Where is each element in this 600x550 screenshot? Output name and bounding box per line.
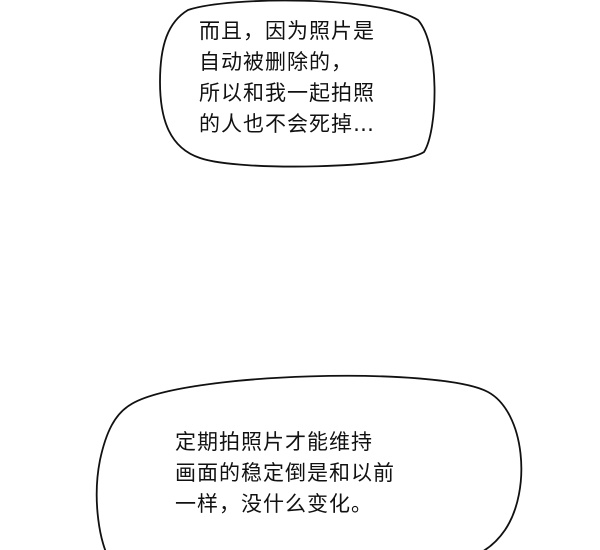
speech-bubble-bottom-outline (95, 374, 523, 550)
dialogue-line: 定期拍照片才能维持 (175, 430, 373, 454)
speech-bubble-bottom-text: 定期拍照片才能维持 画面的稳定倒是和以前 一样，没什么变化。 (175, 427, 395, 520)
speech-bubble-top-text: 而且，因为照片是 自动被删除的， 所以和我一起拍照 的人也不会死掉… (199, 16, 375, 140)
dialogue-line: 自动被删除的， (199, 50, 353, 74)
dialogue-line: 一样，没什么变化。 (175, 492, 373, 516)
dialogue-line: 的人也不会死掉… (199, 112, 375, 136)
dialogue-line: 画面的稳定倒是和以前 (175, 461, 395, 485)
dialogue-line: 而且，因为照片是 (199, 19, 375, 43)
dialogue-line: 所以和我一起拍照 (199, 81, 375, 105)
speech-bubble-top-outline (159, 0, 436, 168)
